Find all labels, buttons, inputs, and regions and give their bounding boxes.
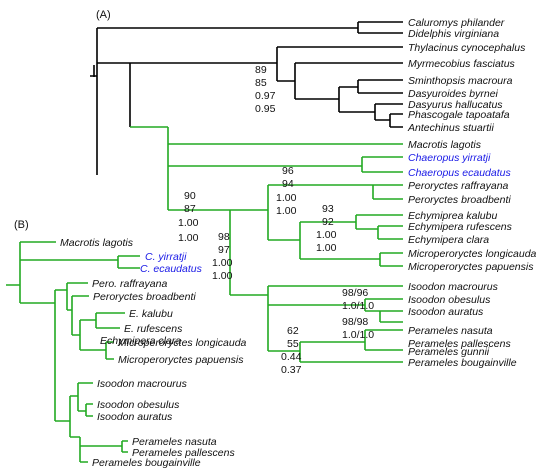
tip-macrotis-lagotis: Macrotis lagotis bbox=[408, 139, 482, 151]
support-perameles-gunnii-3: 0.44 bbox=[281, 351, 302, 363]
tip-microperoryctes-longicauda: Microperoryctes longicauda bbox=[408, 248, 537, 260]
support-peroryctes-2: 94 bbox=[282, 178, 294, 190]
tip-perameles-nasuta: Perameles nasuta bbox=[408, 325, 493, 337]
tip-isoodon-auratus: Isoodon auratus bbox=[408, 306, 484, 318]
panel-a-tips: Caluromys philander Didelphis virginiana… bbox=[407, 17, 537, 369]
tip-dasyurus-hallucatus: Dasyurus hallucatus bbox=[408, 99, 503, 111]
tip-perameles-pallescens: Perameles pallescens bbox=[408, 338, 511, 350]
panel-a-support-values: 89 85 0.97 0.95 90 87 1.00 1.00 98 97 1.… bbox=[178, 64, 374, 376]
tip-perameles-gunnii: Perameles gunnii bbox=[408, 346, 490, 358]
tip-caluromys-philander: Caluromys philander bbox=[408, 17, 505, 29]
tip-peroryctes-raffrayana: Peroryctes raffrayana bbox=[408, 180, 509, 192]
b-tip-e-kalubu: E. kalubu bbox=[129, 308, 173, 320]
tip-chaeropus-yirratji: Chaeropus yirratji bbox=[408, 152, 491, 164]
support-core-4: 1.00 bbox=[212, 270, 233, 282]
support-dasyuromorph-1: 89 bbox=[255, 64, 267, 76]
tip-isoodon-macrourus: Isoodon macrourus bbox=[408, 281, 499, 293]
b-tip-c-yirratji: C. yirratji bbox=[145, 251, 187, 263]
tip-thylacinus-cynocephalus: Thylacinus cynocephalus bbox=[408, 42, 526, 54]
tip-myrmecobius-fasciatus: Myrmecobius fasciatus bbox=[408, 58, 516, 70]
tip-echymipera-rufescens: Echymipera rufescens bbox=[408, 221, 513, 233]
b-tip-macrotis-lagotis: Macrotis lagotis bbox=[60, 237, 134, 249]
support-core-3: 1.00 bbox=[212, 257, 233, 269]
b-tip-c-ecaudatus: C. ecaudatus bbox=[140, 263, 203, 275]
support-peroryctes-4: 1.00 bbox=[276, 205, 297, 217]
panel-b-branches bbox=[6, 241, 140, 463]
tip-chaeropus-ecaudatus: Chaeropus ecaudatus bbox=[408, 167, 511, 179]
support-bandicoot-3: 1.00 bbox=[178, 217, 199, 229]
support-isoodon-1: 98/96 bbox=[342, 287, 368, 299]
support-peroryctes-1: 96 bbox=[282, 165, 294, 177]
b-tip-peroryctes-broadbenti: Peroryctes broadbenti bbox=[93, 291, 196, 303]
support-dasyuromorph-4: 0.95 bbox=[255, 103, 276, 115]
tip-phascogale-tapoatafa: Phascogale tapoatafa bbox=[408, 109, 510, 121]
b-tip-microperoryctes-longicauda: Microperoryctes longicauda bbox=[118, 337, 247, 349]
panel-b-tips: Macrotis lagotis C. yirratji C. ecaudatu… bbox=[60, 237, 247, 469]
b-tip-isoodon-auratus: Isoodon auratus bbox=[97, 411, 173, 423]
support-core-2: 97 bbox=[218, 244, 230, 256]
support-echymipera-2: 92 bbox=[322, 216, 334, 228]
tip-microperoryctes-papuensis: Microperoryctes papuensis bbox=[408, 261, 534, 273]
b-tip-echymipera-clara: Echymipera clara bbox=[100, 335, 181, 347]
support-perameles-2: 1.0/1.0 bbox=[342, 329, 374, 341]
tip-antechinus-stuartii: Antechinus stuartii bbox=[407, 122, 494, 134]
tip-sminthopsis-macroura: Sminthopsis macroura bbox=[408, 75, 513, 87]
panel-a-label: (A) bbox=[96, 9, 111, 21]
tip-didelphis-virginiana: Didelphis virginiana bbox=[408, 28, 499, 40]
support-core-1: 98 bbox=[218, 231, 230, 243]
support-bandicoot-1: 90 bbox=[184, 190, 196, 202]
b-tip-e-rufescens: E. rufescens bbox=[124, 323, 183, 335]
support-echymipera-4: 1.00 bbox=[316, 242, 337, 254]
support-bandicoot-4: 1.00 bbox=[178, 232, 199, 244]
b-tip-perameles-pallescens: Perameles pallescens bbox=[132, 447, 235, 459]
panel-a-outgroup-branches bbox=[90, 21, 403, 175]
tip-dasyuroides-byrnei: Dasyuroides byrnei bbox=[408, 88, 499, 100]
support-bandicoot-2: 87 bbox=[184, 203, 196, 215]
support-peroryctes-3: 1.00 bbox=[276, 192, 297, 204]
b-tip-microperoryctes-papuensis: Microperoryctes papuensis bbox=[118, 354, 244, 366]
tip-peroryctes-broadbenti: Peroryctes broadbenti bbox=[408, 194, 511, 206]
support-echymipera-1: 93 bbox=[322, 203, 334, 215]
support-perameles-gunnii-4: 0.37 bbox=[281, 364, 302, 376]
b-tip-perameles-nasuta: Perameles nasuta bbox=[132, 436, 217, 448]
tip-echymiprea-kalubu: Echymiprea kalubu bbox=[408, 210, 497, 222]
b-tip-isoodon-obesulus: Isoodon obesulus bbox=[97, 399, 180, 411]
tip-isoodon-obesulus: Isoodon obesulus bbox=[408, 294, 491, 306]
support-dasyuromorph-3: 0.97 bbox=[255, 90, 276, 102]
panel-b-label: (B) bbox=[14, 219, 29, 231]
b-tip-perameles-bougainville: Perameles bougainville bbox=[92, 457, 201, 469]
b-tip-pero-raffrayana: Pero. raffrayana bbox=[92, 278, 167, 290]
tip-perameles-bougainville: Perameles bougainville bbox=[408, 357, 517, 369]
support-dasyuromorph-2: 85 bbox=[255, 77, 267, 89]
support-perameles-gunnii-1: 62 bbox=[287, 325, 299, 337]
support-isoodon-2: 1.0/1.0 bbox=[342, 300, 374, 312]
support-perameles-gunnii-2: 55 bbox=[287, 338, 299, 350]
b-tip-isoodon-macrourus: Isoodon macrourus bbox=[97, 378, 188, 390]
panel-a-bandicoot-branches bbox=[130, 126, 403, 363]
support-perameles-1: 98/98 bbox=[342, 316, 368, 328]
support-echymipera-3: 1.00 bbox=[316, 229, 337, 241]
tip-echymipera-clara: Echymipera clara bbox=[408, 234, 489, 246]
